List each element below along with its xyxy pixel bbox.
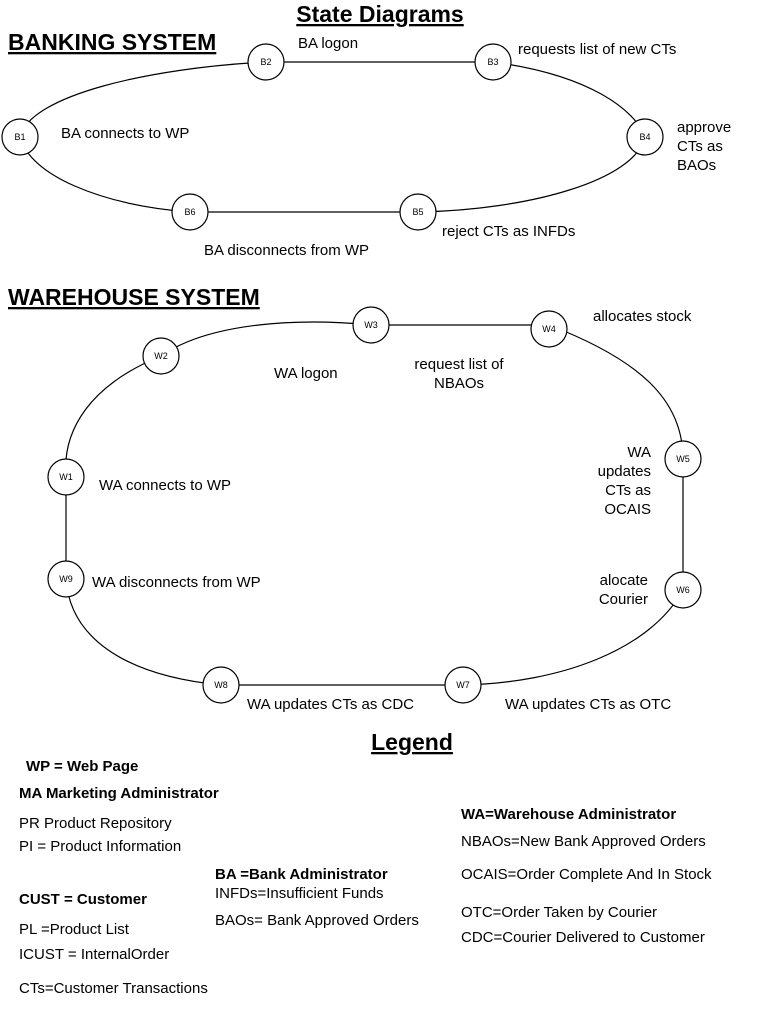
warehouse-edges: [65, 321, 684, 686]
state-w3: W3: [352, 306, 390, 344]
state-w5: W5: [664, 440, 702, 478]
state-b3: B3: [474, 43, 512, 81]
label-approve-1: approve: [677, 119, 731, 136]
edge-w2-w3: [160, 321, 372, 357]
state-b5: B5: [399, 193, 437, 231]
label-allocates: allocates stock: [593, 308, 692, 325]
label-reject: reject CTs as INFDs: [442, 223, 575, 240]
state-w2-label: W2: [154, 351, 168, 361]
state-b6: B6: [171, 193, 209, 231]
state-w1-label: W1: [59, 472, 73, 482]
edge-b3-b4: [492, 61, 646, 138]
label-updates-3: CTs as: [605, 482, 651, 499]
edge-w1-w2: [65, 355, 162, 478]
edge-w8-w9: [65, 578, 222, 686]
label-requests-list: requests list of new CTs: [518, 41, 676, 58]
state-w2: W2: [142, 337, 180, 375]
banking-nodes: B1 B2 B3 B4 B5 B6: [1, 43, 664, 231]
label-otc: WA updates CTs as OTC: [505, 696, 671, 713]
state-b4: B4: [626, 118, 664, 156]
label-cdc: WA updates CTs as CDC: [247, 696, 414, 713]
legend-cust: CUST = Customer: [19, 891, 147, 908]
legend-otc: OTC=Order Taken by Courier: [461, 904, 657, 921]
label-ba-connects: BA connects to WP: [61, 125, 189, 142]
legend-baos: BAOs= Bank Approved Orders: [215, 912, 419, 929]
label-courier-2: Courier: [599, 591, 648, 608]
legend-ma: MA Marketing Administrator: [19, 785, 219, 802]
legend-cts: CTs=Customer Transactions: [19, 980, 208, 997]
state-b2-label: B2: [260, 57, 271, 67]
state-w6-label: W6: [676, 585, 690, 595]
edge-b4-b5: [417, 136, 646, 213]
state-w7-label: W7: [456, 680, 470, 690]
state-w8: W8: [202, 666, 240, 704]
legend-infds: INFDs=Insufficient Funds: [215, 885, 384, 902]
banking-labels: BA logon requests list of new CTs approv…: [61, 35, 731, 259]
state-b4-label: B4: [639, 132, 650, 142]
state-w9: W9: [47, 560, 85, 598]
legend-wa: WA=Warehouse Administrator: [461, 806, 676, 823]
legend-icust: ICUST = InternalOrder: [19, 946, 169, 963]
state-b3-label: B3: [487, 57, 498, 67]
legend-cdc: CDC=Courier Delivered to Customer: [461, 929, 705, 946]
label-approve-2: CTs as: [677, 138, 723, 155]
edge-w6-w7: [462, 589, 684, 686]
state-w9-label: W9: [59, 574, 73, 584]
banking-heading: BANKING SYSTEM: [8, 29, 216, 55]
state-b2: B2: [247, 43, 285, 81]
legend-nbaos: NBAOs=New Bank Approved Orders: [461, 833, 706, 850]
label-ba-disconnects: BA disconnects from WP: [204, 242, 369, 259]
legend-ba: BA =Bank Administrator: [215, 866, 388, 883]
state-w4-label: W4: [542, 324, 556, 334]
warehouse-nodes: W1 W2 W3 W4 W5 W6 W7 W8 W9: [47, 306, 702, 704]
state-w3-label: W3: [364, 320, 378, 330]
label-courier-1: alocate: [600, 572, 648, 589]
label-request-1: request list of: [414, 356, 504, 373]
legend-pl: PL =Product List: [19, 921, 130, 938]
state-w4: W4: [530, 310, 568, 348]
label-updates-2: updates: [598, 463, 651, 480]
label-wa-connects: WA connects to WP: [99, 477, 231, 494]
legend-pr: PR Product Repository: [19, 815, 172, 832]
state-b5-label: B5: [412, 207, 423, 217]
state-w8-label: W8: [214, 680, 228, 690]
legend: WP = Web Page MA Marketing Administrator…: [19, 758, 712, 997]
edge-b6-b1: [19, 136, 191, 213]
legend-heading: Legend: [371, 729, 453, 755]
state-b6-label: B6: [184, 207, 195, 217]
page-title: State Diagrams: [296, 1, 463, 27]
warehouse-heading: WAREHOUSE SYSTEM: [8, 284, 260, 310]
state-w7: W7: [444, 666, 482, 704]
state-b1: B1: [1, 118, 39, 156]
label-approve-3: BAOs: [677, 157, 716, 174]
legend-ocais: OCAIS=Order Complete And In Stock: [461, 866, 712, 883]
state-w5-label: W5: [676, 454, 690, 464]
state-w6: W6: [664, 571, 702, 609]
label-updates-1: WA: [627, 444, 651, 461]
label-request-2: NBAOs: [434, 375, 484, 392]
state-b1-label: B1: [14, 132, 25, 142]
label-wa-disconnects: WA disconnects from WP: [92, 574, 261, 591]
label-updates-4: OCAIS: [604, 501, 651, 518]
label-wa-logon: WA logon: [274, 365, 338, 382]
state-w1: W1: [47, 458, 85, 496]
warehouse-labels: WA logon request list of NBAOs allocates…: [92, 308, 692, 713]
legend-pi: PI = Product Information: [19, 838, 181, 855]
label-ba-logon: BA logon: [298, 35, 358, 52]
edge-w4-w5: [548, 324, 684, 460]
legend-wp: WP = Web Page: [26, 758, 138, 775]
